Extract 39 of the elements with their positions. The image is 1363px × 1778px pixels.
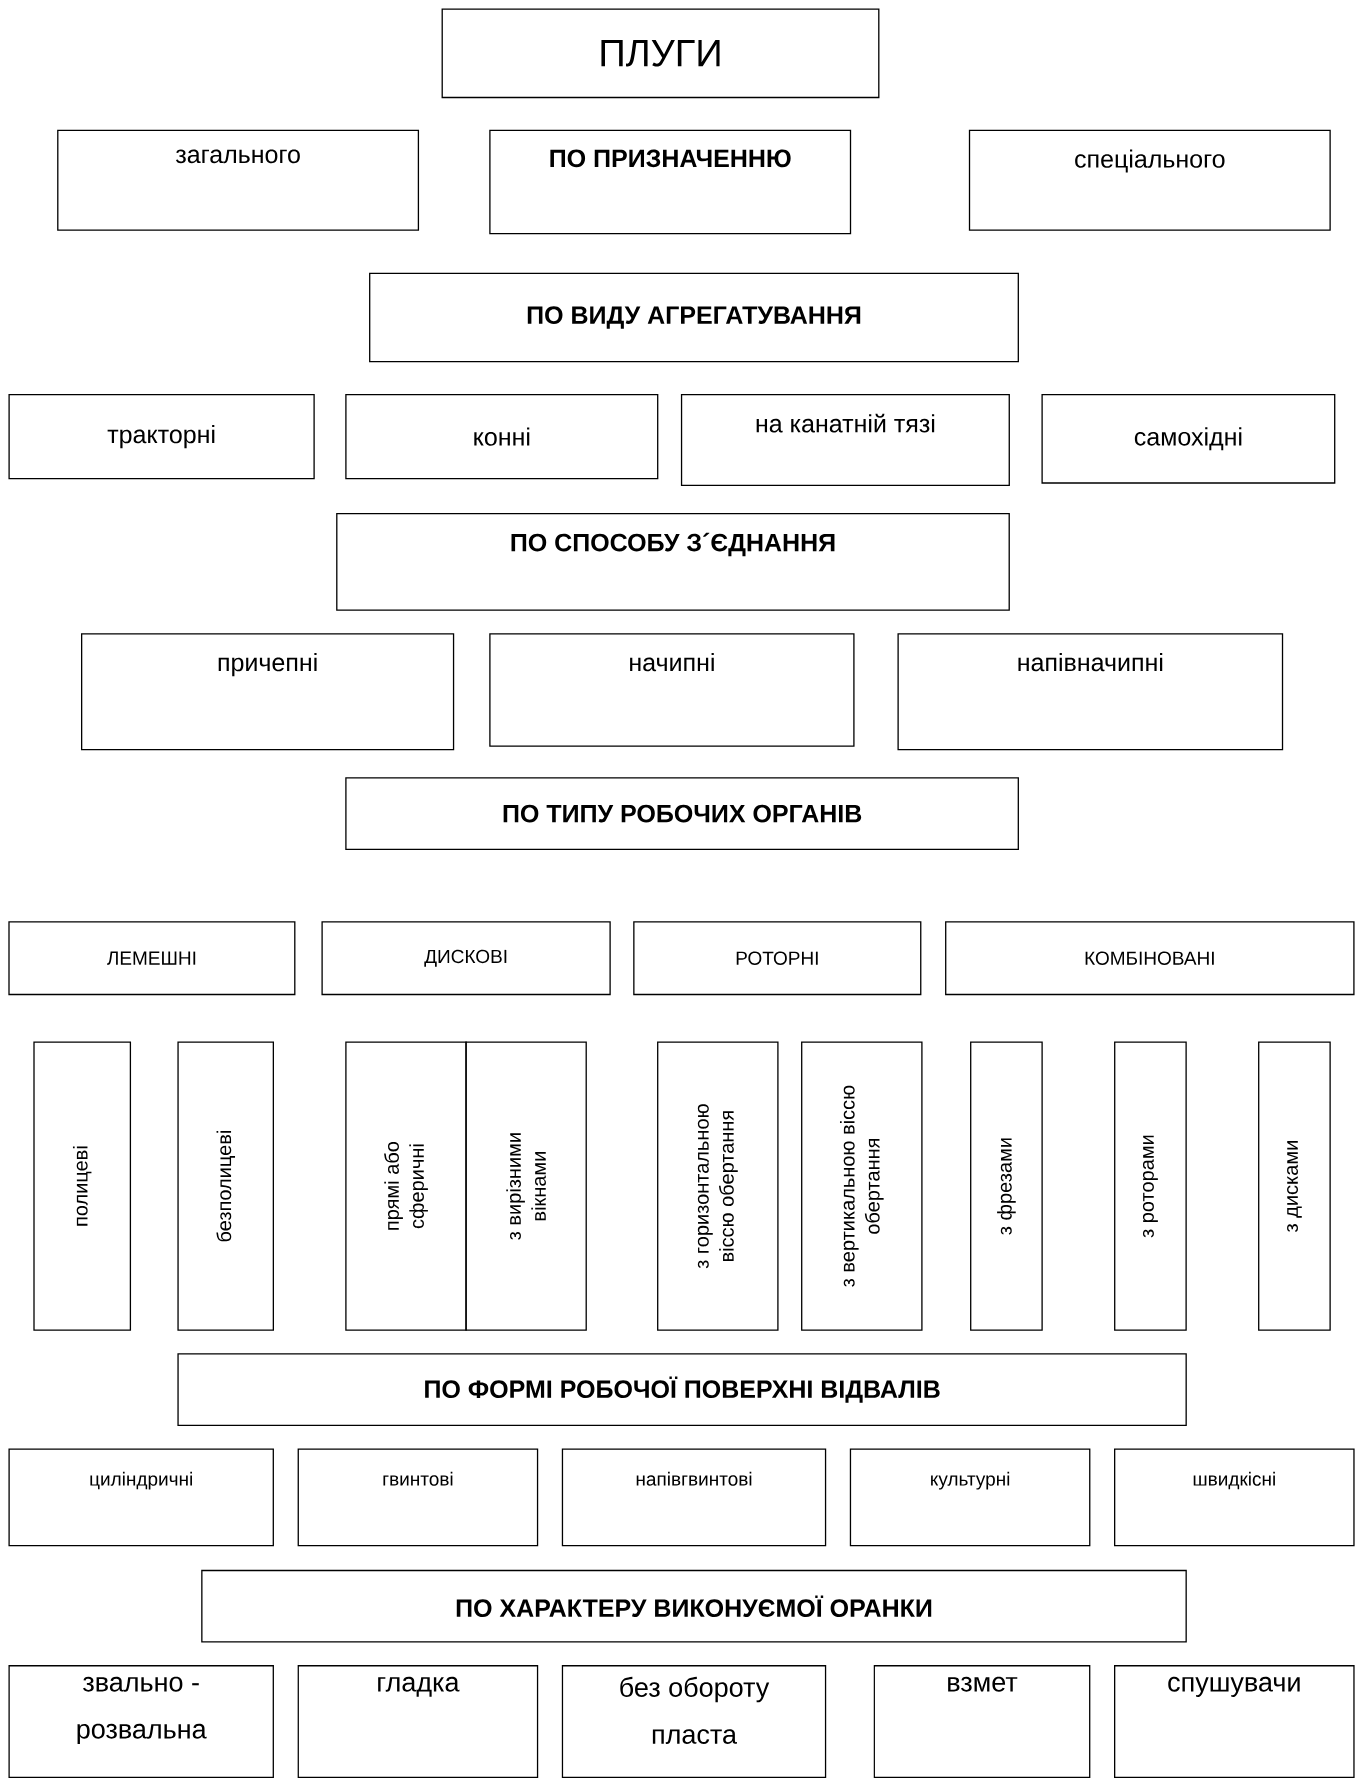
subtype-box: з дисками [1258, 1041, 1331, 1331]
category-box: на канатній тязі [680, 394, 1010, 486]
category-box: РОТОРНІ [633, 921, 922, 996]
category-box: швидкісні [1114, 1448, 1355, 1547]
category-box: ДИСКОВІ [321, 921, 611, 996]
title-box: ПЛУГИ [441, 8, 880, 99]
category-box: культурні [849, 1448, 1091, 1547]
subtype-box: з фрезами [970, 1041, 1043, 1331]
criterion-header: ПО ФОРМІ РОБОЧОЇ ПОВЕРХНІ ВІДВАЛІВ [177, 1353, 1187, 1426]
subtype-box: полицеві [33, 1041, 132, 1331]
category-box: спеціального [968, 129, 1331, 231]
criterion-header: ПО ПРИЗНАЧЕННЮ [489, 129, 852, 235]
category-box: начипні [489, 633, 855, 747]
category-box: причепні [81, 633, 455, 751]
criterion-header: ПО ВИДУ АГРЕГАТУВАННЯ [369, 272, 1019, 363]
subtype-box: прямі або сферичні [345, 1041, 467, 1331]
category-box: спушувачи [1114, 1665, 1355, 1778]
category-box: тракторні [8, 394, 315, 480]
subtype-box: з вертикальною віссю обертання [801, 1041, 923, 1331]
category-box: загального [57, 129, 420, 231]
category-box: напівначипні [897, 633, 1284, 751]
category-box: напівгвинтові [561, 1448, 827, 1547]
category-box: циліндричні [8, 1448, 274, 1547]
subtype-box: безполицеві [177, 1041, 274, 1331]
category-box: гладка [297, 1665, 539, 1778]
subtype-box: з роторами [1114, 1041, 1187, 1331]
category-box: звально - розвальна [8, 1665, 274, 1778]
criterion-header: ПО СПОСОБУ З´ЄДНАННЯ [336, 513, 1010, 611]
category-box: конні [345, 394, 659, 480]
category-box: ЛЕМЕШНІ [8, 921, 296, 996]
category-box: без обороту пласта [561, 1665, 827, 1778]
category-box: взмет [873, 1665, 1091, 1778]
category-box: самохідні [1041, 393, 1336, 484]
subtype-box: з горизонтальною віссю обертання [657, 1041, 779, 1331]
criterion-header: ПО ТИПУ РОБОЧИХ ОРГАНІВ [345, 777, 1019, 850]
criterion-header: ПО ХАРАКТЕРУ ВИКОНУЄМОЇ ОРАНКИ [201, 1569, 1187, 1643]
subtype-box: з вирізними вікнами [465, 1041, 587, 1331]
category-box: гвинтові [297, 1448, 539, 1547]
category-box: КОМБІНОВАНІ [945, 921, 1355, 996]
